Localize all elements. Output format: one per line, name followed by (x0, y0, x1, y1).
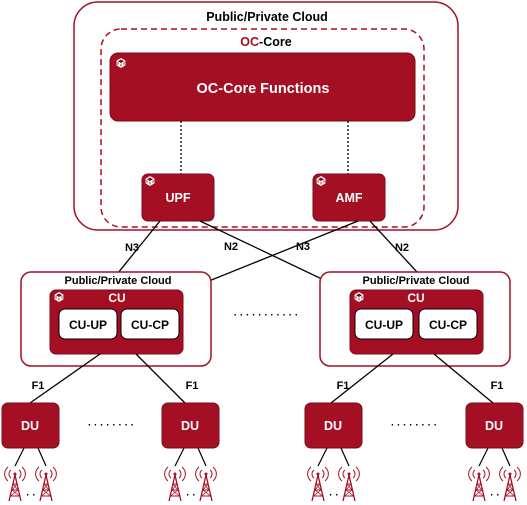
du-box-3[interactable] (304, 402, 363, 449)
oc-core-functions-box[interactable] (109, 52, 416, 122)
cu-right-label: CU (407, 291, 424, 305)
cu-up-right-label: CU-UP (365, 318, 403, 332)
cell-tower-icon (338, 466, 360, 502)
cube-icon (354, 292, 364, 302)
cell-tower-icon (195, 466, 217, 502)
du-box-1[interactable] (1, 402, 60, 449)
upf-label: UPF (166, 191, 191, 205)
du-box-2[interactable] (161, 402, 220, 449)
n2-right-label: N2 (395, 242, 409, 254)
oc-core-functions-label: OC-Core Functions (197, 81, 330, 97)
f1-label-4: F1 (491, 380, 504, 392)
cu-up-right-box[interactable] (354, 308, 414, 340)
antenna-links (14, 447, 511, 467)
du-label-4: DU (485, 419, 503, 433)
cu-cp-left-label: CU-CP (131, 318, 169, 332)
cell-tower-icon (468, 466, 490, 502)
cu-cp-right-box[interactable] (418, 308, 478, 340)
cell-tower-icon (4, 466, 26, 502)
cu-left-label: CU (108, 291, 125, 305)
cube-icon (316, 176, 326, 186)
f1-label-3: F1 (337, 380, 350, 392)
amf-box[interactable] (312, 173, 386, 222)
n3-left-label: N3 (125, 242, 139, 254)
cube-icon (116, 58, 126, 68)
oc-core-frame (100, 28, 425, 228)
du-label-2: DU (181, 419, 199, 433)
top-cloud-title: Public/Private Cloud (206, 10, 328, 24)
du-ellipsis-left: · · · · · · · · (88, 420, 134, 431)
cu-up-left-label: CU-UP (69, 318, 107, 332)
cube-icon (145, 176, 155, 186)
f1-link-1 (29, 353, 101, 404)
f1-link-3 (330, 353, 394, 404)
f1-label-1: F1 (32, 380, 45, 392)
edge-cloud-right-title: Public/Private Cloud (363, 275, 470, 287)
upf-box[interactable] (141, 173, 215, 222)
cell-tower-icon (499, 466, 521, 502)
edge-ellipsis: · · · · · · · · · · · (234, 310, 298, 321)
n3-right-label: N3 (296, 241, 310, 253)
cu-cp-right-label: CU-CP (429, 318, 467, 332)
antenna-ellipsis-1: · · (26, 490, 35, 501)
f1-link-2 (135, 353, 186, 404)
n2-left-label: N2 (224, 241, 238, 253)
du-label-3: DU (324, 419, 342, 433)
cell-tower-icon (35, 466, 57, 502)
edge-cloud-left-title: Public/Private Cloud (65, 275, 172, 287)
cell-tower-icon (307, 466, 329, 502)
amf-label: AMF (335, 191, 362, 205)
antenna-ellipsis-4: · · (490, 490, 499, 501)
f1-link-4 (433, 353, 494, 404)
du-ellipsis-right: · · · · · · · · (391, 420, 437, 431)
f1-label-2: F1 (186, 380, 199, 392)
antenna-ellipsis-3: · · (329, 490, 338, 501)
cell-tower-icon (164, 466, 186, 502)
cu-up-left-box[interactable] (58, 308, 118, 340)
cu-cp-left-box[interactable] (120, 308, 180, 340)
du-label-1: DU (21, 419, 39, 433)
du-box-4[interactable] (465, 402, 524, 449)
oc-core-title: OC-Core (240, 35, 291, 49)
cube-icon (54, 292, 64, 302)
antenna-ellipsis-2: · · (186, 490, 195, 501)
